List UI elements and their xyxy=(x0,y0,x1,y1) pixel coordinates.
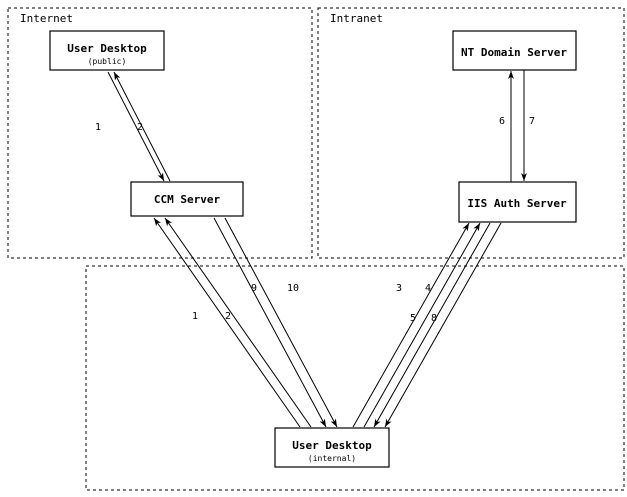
flow-line-step-2-public xyxy=(113,71,171,182)
step-label-9: 9 xyxy=(251,283,257,294)
flow-line-step-1-internal xyxy=(153,217,301,428)
step-label-2-internal: 2 xyxy=(225,311,231,322)
flow-line-step-4 xyxy=(363,222,481,428)
step-label-10: 10 xyxy=(287,283,299,294)
node-nt-domain-server[interactable]: NT Domain Server xyxy=(452,30,577,71)
flow-line-step-2-internal xyxy=(164,217,312,428)
step-label-6: 6 xyxy=(499,116,505,127)
flow-line-step-5 xyxy=(373,222,491,428)
step-label-4: 4 xyxy=(425,283,431,294)
flow-iis-internal-desktop xyxy=(373,222,502,428)
step-label-8: 8 xyxy=(431,313,437,324)
zone-intranet-border xyxy=(317,7,625,259)
node-user-desktop-public-title: User Desktop xyxy=(67,42,147,55)
flow-public-desktop-ccm xyxy=(107,71,171,182)
zone-internet-label: Internet xyxy=(20,12,73,25)
step-label-3: 3 xyxy=(396,283,402,294)
step-label-2-public: 2 xyxy=(137,122,143,133)
flow-line-step-8 xyxy=(384,222,502,428)
step-label-5: 5 xyxy=(410,313,416,324)
node-user-desktop-internal[interactable]: User Desktop (internal) xyxy=(274,427,390,468)
node-user-desktop-internal-box[interactable] xyxy=(274,427,390,468)
flow-internal-desktop-iis xyxy=(352,222,481,428)
node-user-desktop-internal-title: User Desktop xyxy=(292,439,372,452)
step-label-7: 7 xyxy=(529,116,535,127)
flow-iis-nt-domain xyxy=(508,70,527,182)
node-iis-auth-server[interactable]: IIS Auth Server xyxy=(458,181,577,223)
node-nt-domain-server-box[interactable] xyxy=(452,30,577,71)
flow-ccm-internal-desktop xyxy=(213,217,338,428)
flow-line-step-10 xyxy=(224,217,338,428)
node-user-desktop-public-subtitle: (public) xyxy=(88,57,127,66)
zone-internal-border xyxy=(85,265,625,491)
zone-intranet: Intranet xyxy=(317,7,625,259)
zone-internet-border xyxy=(7,7,313,259)
node-user-desktop-public-box[interactable] xyxy=(49,30,165,71)
node-user-desktop-internal-subtitle: (internal) xyxy=(308,454,356,463)
flow-line-step-9 xyxy=(213,217,327,428)
node-ccm-server-title: CCM Server xyxy=(154,193,221,206)
node-ccm-server[interactable]: CCM Server xyxy=(130,181,244,217)
step-label-1-internal: 1 xyxy=(192,311,198,322)
flow-internal-desktop-ccm xyxy=(153,217,312,428)
flow-line-step-3 xyxy=(352,222,470,428)
node-ccm-server-box[interactable] xyxy=(130,181,244,217)
step-labels-group: 1 2 6 7 9 10 3 4 1 2 5 8 xyxy=(95,116,535,324)
node-nt-domain-server-title: NT Domain Server xyxy=(461,46,567,59)
zone-intranet-label: Intranet xyxy=(330,12,383,25)
zone-internal-network xyxy=(85,265,625,491)
flow-line-step-1-public xyxy=(107,71,165,182)
node-iis-auth-server-box[interactable] xyxy=(458,181,577,223)
node-user-desktop-public[interactable]: User Desktop (public) xyxy=(49,30,165,71)
node-iis-auth-server-title: IIS Auth Server xyxy=(467,197,567,210)
step-label-1-public: 1 xyxy=(95,122,101,133)
zone-internet: Internet xyxy=(7,7,313,259)
